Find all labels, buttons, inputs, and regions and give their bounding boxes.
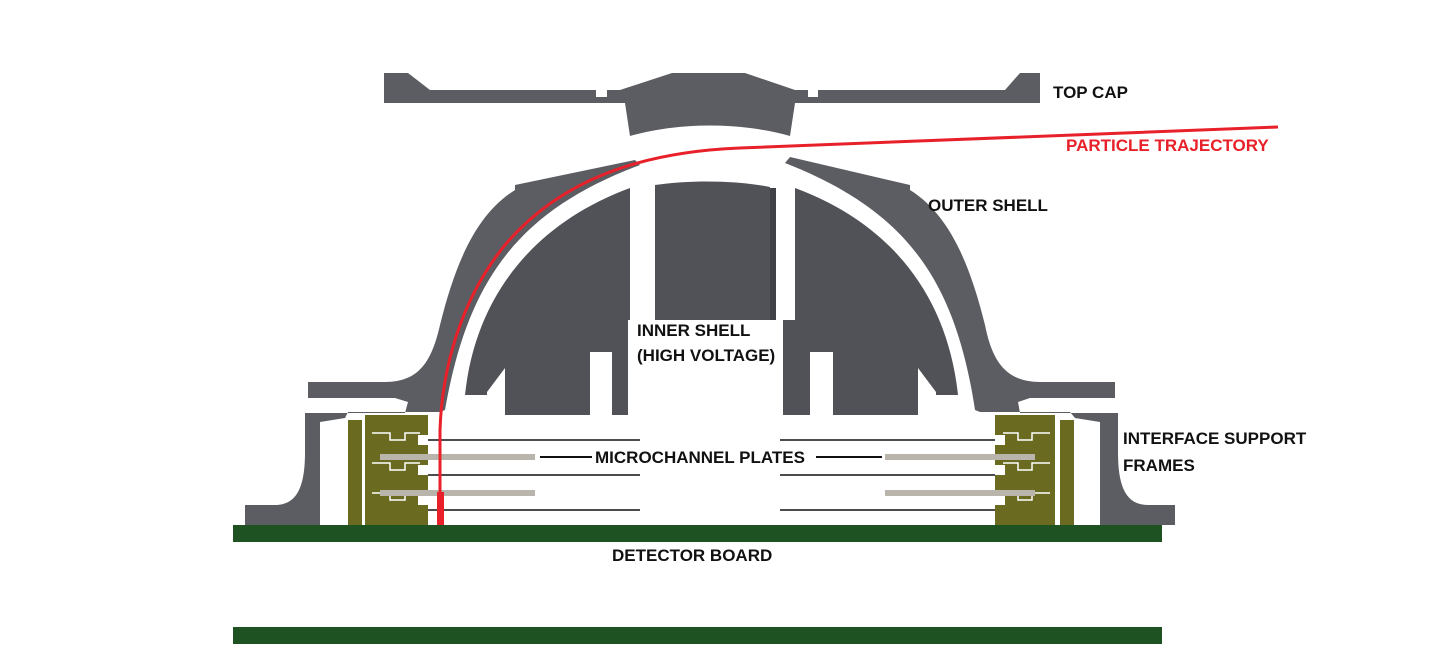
interface-support-frames — [348, 415, 1074, 525]
label-particle-trajectory: PARTICLE TRAJECTORY — [1066, 136, 1269, 155]
label-inner-shell: INNER SHELL — [637, 321, 750, 340]
particle-trajectory-path — [438, 125, 1279, 510]
inner-shell-left — [465, 188, 630, 395]
frame-right-outer — [1060, 420, 1074, 525]
outer-shell-left — [245, 160, 640, 525]
label-detector-board: DETECTOR BOARD — [612, 546, 772, 565]
label-interface-support-frames: FRAMES — [1123, 456, 1195, 475]
base-board — [233, 627, 1162, 644]
particle-impact-marker — [437, 492, 444, 525]
label-top-cap: TOP CAP — [1053, 83, 1128, 102]
inner-shell-center-left — [655, 181, 770, 320]
outer-shell — [245, 157, 1175, 525]
top-cap — [384, 73, 1040, 136]
microchannel-plates — [380, 439, 1035, 511]
top-cap-body — [384, 73, 1040, 136]
label-interface-support: INTERFACE SUPPORT — [1123, 429, 1307, 448]
electrode-wires — [428, 439, 995, 511]
label-microchannel-plates: MICROCHANNEL PLATES — [595, 448, 805, 467]
inner-shell-left-block — [505, 320, 640, 415]
label-inner-shell-voltage: (HIGH VOLTAGE) — [637, 346, 775, 365]
inner-shell-right-block — [783, 320, 918, 415]
plate-right-lower — [885, 490, 1035, 496]
plate-left-lower — [380, 490, 535, 496]
inner-shell-slot-right — [770, 188, 776, 320]
inner-shell-center-gap — [628, 320, 783, 420]
label-outer-shell: OUTER SHELL — [928, 196, 1048, 215]
inner-shell-right — [795, 188, 958, 395]
detector-board — [233, 525, 1162, 542]
inner-shell-slot-left — [640, 188, 650, 320]
inner-shell — [465, 181, 958, 420]
plate-left-upper — [380, 454, 535, 460]
frame-left-outer — [348, 420, 362, 525]
plate-right-upper — [885, 454, 1035, 460]
outer-shell-right — [785, 157, 1175, 525]
